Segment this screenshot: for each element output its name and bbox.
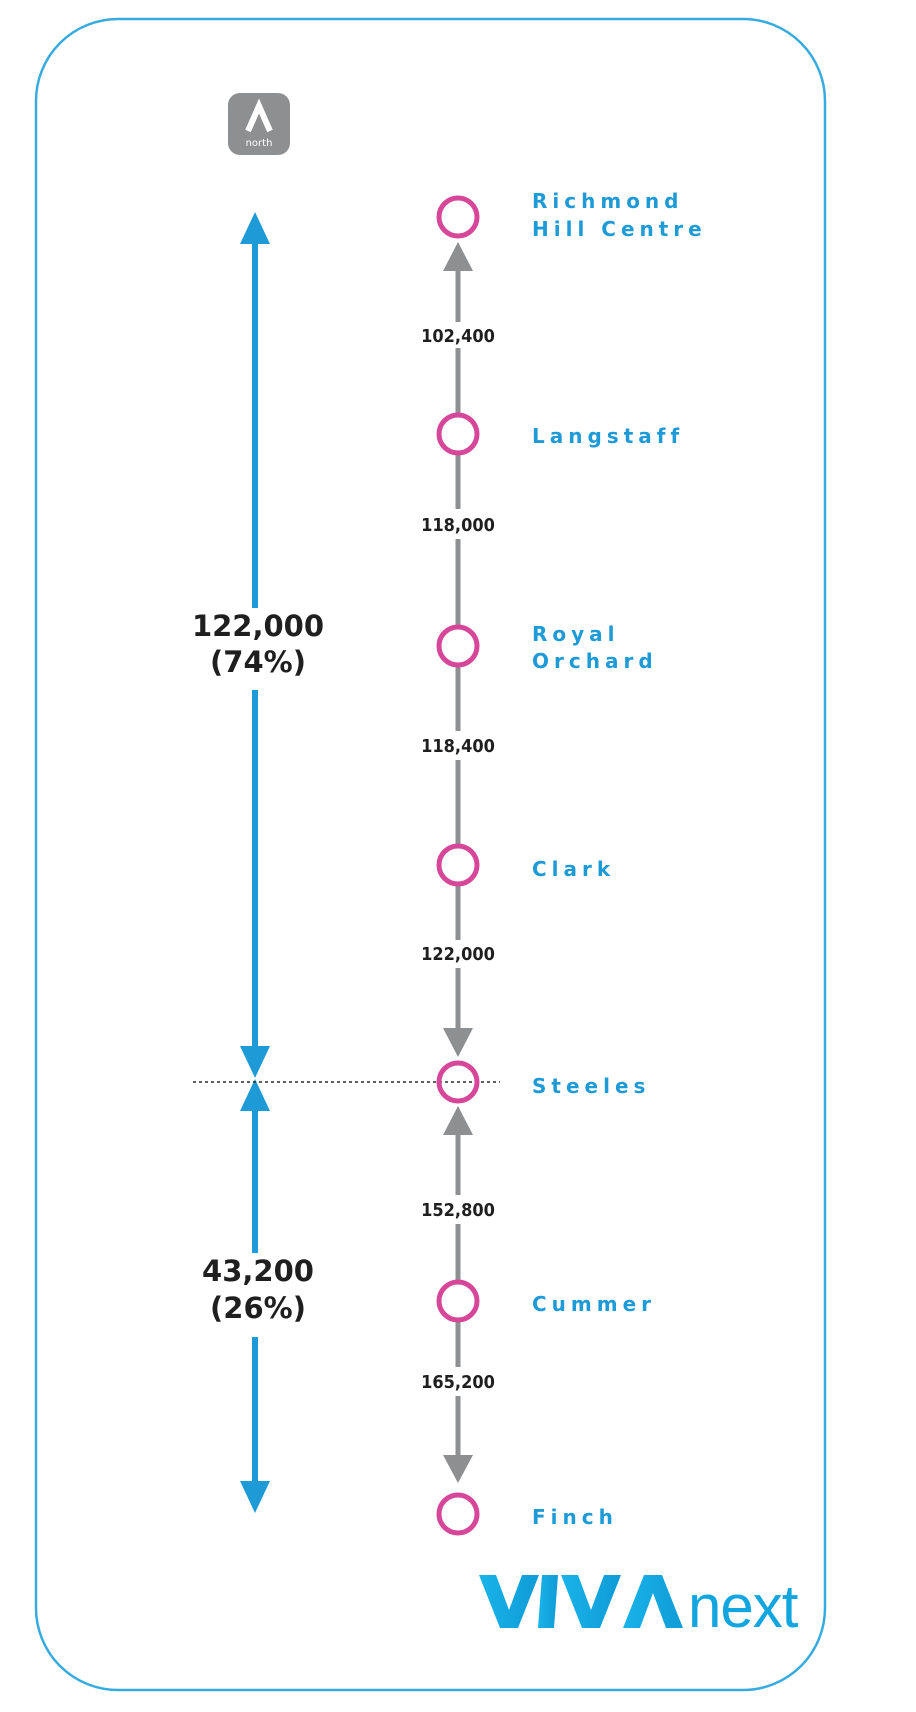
station-marker-langstaff: [436, 412, 480, 456]
station-marker-richmond-hill-centre: [436, 195, 480, 239]
segment-value-steeles-cummer: 152,800: [421, 1200, 495, 1221]
station-label-clark: Clark: [532, 857, 615, 881]
north-total-share: (74%): [210, 645, 306, 679]
segment-steeles-cummer: [443, 1106, 473, 1282]
segment-arrowhead-up: [443, 242, 473, 271]
north-arrow-icon: [245, 98, 273, 133]
south-total-arrowhead-up: [240, 1079, 270, 1111]
station-label-royal-orchard-line1: Royal: [532, 622, 620, 646]
segment-arrowhead-down: [443, 1028, 473, 1057]
vivanext-logo-viva: [479, 1575, 683, 1628]
segment-value-langstaff-royal-orchard: 118,000: [421, 515, 495, 536]
card-frame: [34, 17, 827, 1692]
vivanext-logo-next: next: [688, 1573, 799, 1640]
station-label-finch: Finch: [532, 1505, 618, 1529]
segment-richmond-langstaff: [443, 242, 473, 415]
station-marker-clark: [436, 843, 480, 887]
segment-arrowhead-up: [443, 1106, 473, 1135]
north-total-arrowhead-up: [240, 212, 270, 244]
north-total-arrowhead-down: [240, 1046, 270, 1078]
north-total-arrow: [240, 212, 270, 1078]
segment-clark-steeles: [443, 884, 473, 1057]
north-total-value: 122,000: [192, 609, 324, 643]
segment-arrowhead-down: [443, 1455, 473, 1483]
north-badge-label: north: [246, 138, 273, 149]
segment-cummer-finch: [443, 1320, 473, 1483]
vivanext-logo: next: [479, 1573, 800, 1640]
north-badge-background: [228, 93, 290, 155]
north-badge: north: [228, 93, 290, 155]
station-label-richmond-hill-centre-line1: Richmond: [532, 189, 683, 213]
south-total-share: (26%): [210, 1291, 306, 1325]
station-label-royal-orchard-line2: Orchard: [532, 649, 658, 673]
station-label-richmond-hill-centre-line2: Hill Centre: [532, 217, 707, 241]
south-total-arrow: [240, 1079, 270, 1513]
station-marker-cummer: [436, 1279, 480, 1323]
south-total-arrowhead-down: [240, 1481, 270, 1513]
station-marker-steeles: [436, 1060, 480, 1104]
station-marker-finch: [436, 1492, 480, 1536]
station-label-langstaff: Langstaff: [532, 424, 684, 448]
south-total-value: 43,200: [202, 1254, 314, 1288]
station-label-cummer: Cummer: [532, 1292, 656, 1316]
segment-value-royal-orchard-clark: 118,400: [421, 736, 495, 757]
station-label-steeles: Steeles: [532, 1074, 650, 1098]
segment-value-cummer-finch: 165,200: [421, 1372, 495, 1393]
segment-value-clark-steeles: 122,000: [421, 944, 495, 965]
station-marker-royal-orchard: [436, 624, 480, 668]
segment-value-richmond-langstaff: 102,400: [421, 326, 495, 347]
